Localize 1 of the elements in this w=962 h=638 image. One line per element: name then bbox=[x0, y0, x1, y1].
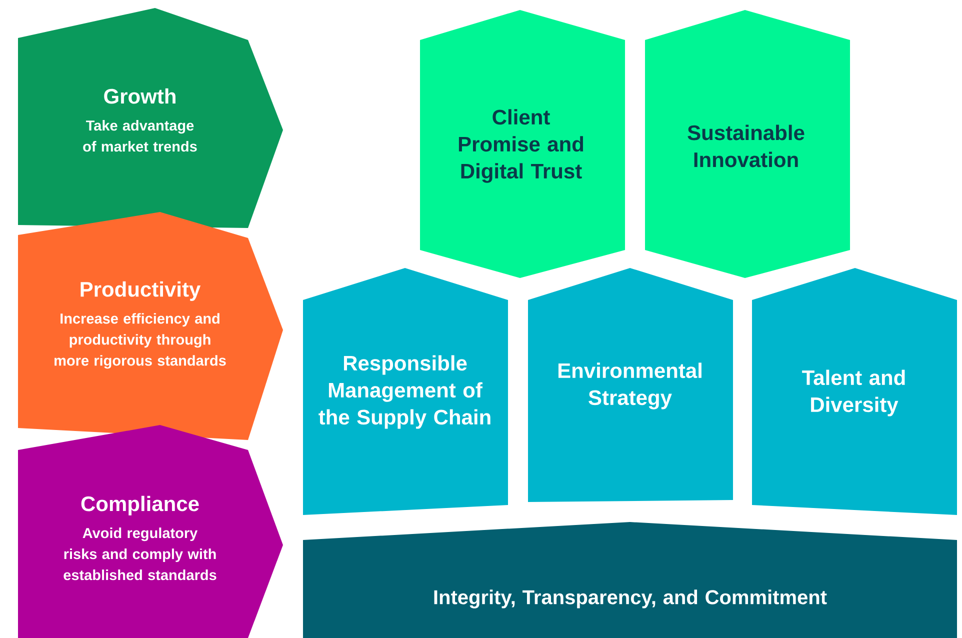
foundation-band: Integrity, Transparency, and Commitment bbox=[303, 522, 957, 638]
